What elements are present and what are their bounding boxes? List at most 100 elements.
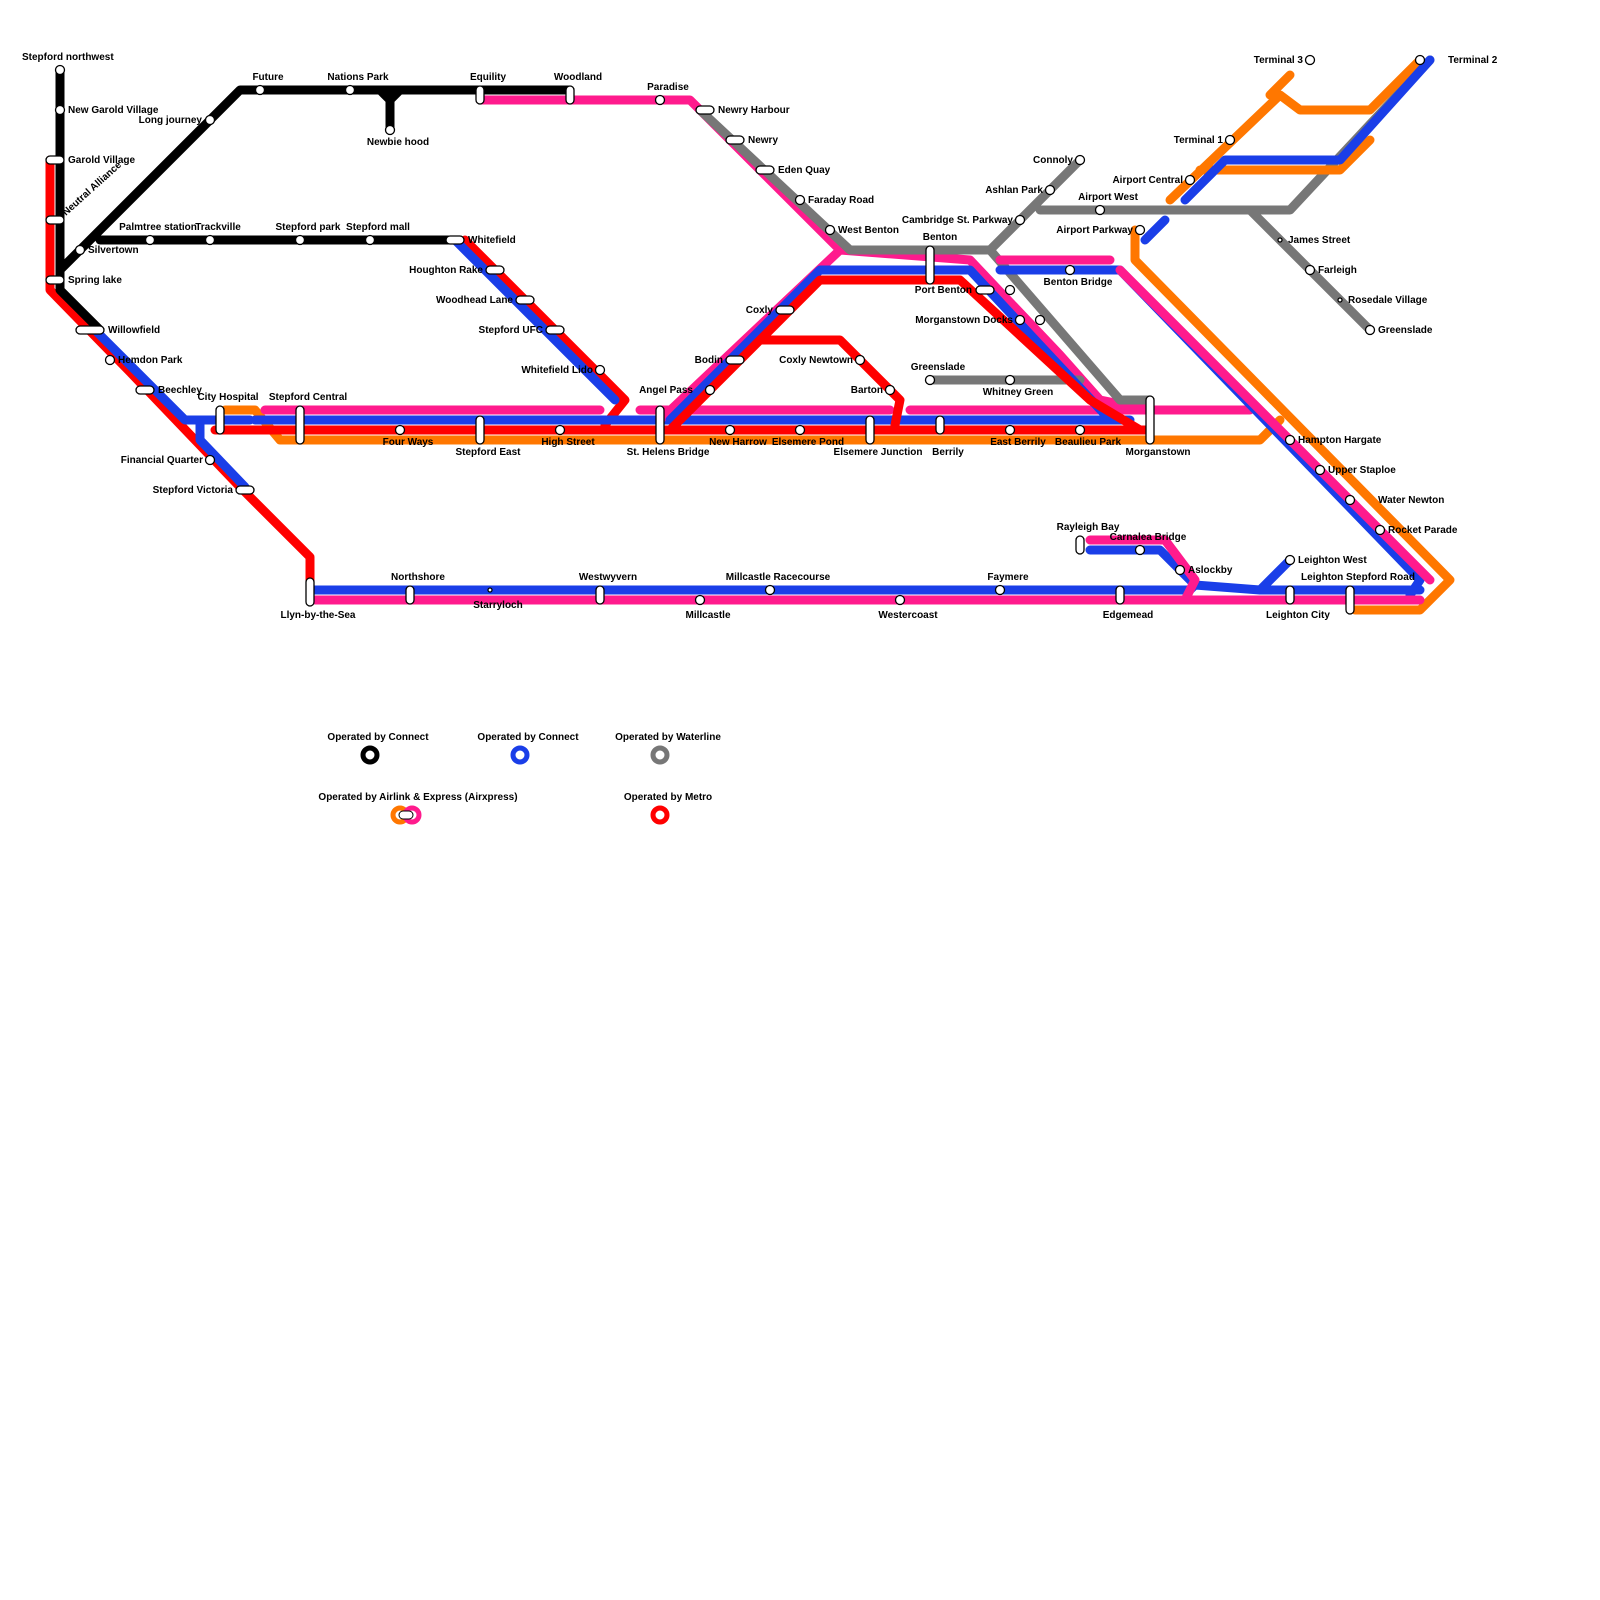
station-new-harrow[interactable] (724, 424, 736, 436)
station-future[interactable] (254, 84, 266, 96)
station-port-benton-2[interactable] (1004, 284, 1016, 296)
station-westercoast[interactable] (894, 594, 906, 606)
station-stepford-central[interactable] (295, 405, 305, 445)
station-woodland[interactable] (565, 85, 575, 105)
label-stepford-park: Stepford park (275, 222, 340, 233)
station-newry[interactable] (725, 135, 745, 145)
station-silvertown[interactable] (74, 244, 86, 256)
station-berrily[interactable] (935, 415, 945, 435)
station-spring-lake[interactable] (45, 275, 65, 285)
station-four-ways[interactable] (394, 424, 406, 436)
station-woodhead-lane[interactable] (515, 295, 535, 305)
station-morganstown-docks[interactable] (1014, 314, 1026, 326)
station-morganstown-docks-2[interactable] (1034, 314, 1046, 326)
station-elsemere-pond[interactable] (794, 424, 806, 436)
station-airport-parkway[interactable] (1134, 224, 1146, 236)
station-equility[interactable] (475, 85, 485, 105)
station-rocket-parade[interactable] (1374, 524, 1386, 536)
station-airport-west[interactable] (1094, 204, 1106, 216)
station-leighton-west[interactable] (1284, 554, 1296, 566)
station-connoly[interactable] (1074, 154, 1086, 166)
station-llyn-by-the-sea[interactable] (305, 577, 315, 607)
station-port-benton[interactable] (975, 285, 995, 295)
station-airport-central[interactable] (1184, 174, 1196, 186)
station-terminal-2[interactable] (1414, 54, 1426, 66)
station-barton[interactable] (884, 384, 896, 396)
station-trackville[interactable] (204, 234, 216, 246)
station-stepford-east[interactable] (475, 415, 485, 445)
station-garold-village[interactable] (45, 155, 65, 165)
label-newbie-hood: Newbie hood (367, 137, 429, 148)
station-millcastle-racecourse[interactable] (764, 584, 776, 596)
station-palmtree-station[interactable] (144, 234, 156, 246)
station-farleigh[interactable] (1304, 264, 1316, 276)
station-hemdon-park[interactable] (104, 354, 116, 366)
station-beaulieu-park[interactable] (1074, 424, 1086, 436)
station-paradise[interactable] (654, 94, 666, 106)
station-millcastle[interactable] (694, 594, 706, 606)
station-northshore[interactable] (405, 585, 415, 605)
station-benton[interactable] (925, 245, 935, 285)
station-benton-bridge[interactable] (1064, 264, 1076, 276)
label-llyn-by-the-sea: Llyn-by-the-Sea (280, 610, 355, 621)
station-coxly[interactable] (775, 305, 795, 315)
label-silvertown: Silvertown (88, 245, 139, 256)
station-aslockby[interactable] (1174, 564, 1186, 576)
station-nations-park[interactable] (344, 84, 356, 96)
station-long-journey[interactable] (204, 114, 216, 126)
station-stepford-park[interactable] (294, 234, 306, 246)
station-new-garold-village[interactable] (54, 104, 66, 116)
station-newry-harbour[interactable] (695, 105, 715, 115)
station-starryloch[interactable] (487, 587, 493, 593)
station-carnalea-bridge[interactable] (1134, 544, 1146, 556)
station-rayleigh-bay[interactable] (1075, 535, 1085, 555)
station-coxly-newtown[interactable] (854, 354, 866, 366)
station-cambridge-st-parkway[interactable] (1014, 214, 1026, 226)
station-financial-quarter[interactable] (204, 454, 216, 466)
legend-symbol-metro (650, 805, 670, 825)
label-hemdon-park: Hemdon Park (118, 355, 183, 366)
station-terminal-1[interactable] (1224, 134, 1236, 146)
station-city-hospital[interactable] (215, 405, 225, 435)
station-upper-staploe[interactable] (1314, 464, 1326, 476)
station-water-newton[interactable] (1344, 494, 1356, 506)
station-whitefield-lido[interactable] (594, 364, 606, 376)
station-faraday-road[interactable] (794, 194, 806, 206)
station-stepford-mall[interactable] (364, 234, 376, 246)
station-whitefield[interactable] (445, 235, 465, 245)
station-rosedale-village[interactable] (1337, 297, 1343, 303)
station-ashlan-park[interactable] (1044, 184, 1056, 196)
station-james-street[interactable] (1277, 237, 1283, 243)
station-willowfield[interactable] (75, 325, 105, 335)
station-newbie-hood[interactable] (384, 124, 396, 136)
station-elsemere-junction[interactable] (865, 415, 875, 445)
station-west-benton[interactable] (824, 224, 836, 236)
station-whitney-green[interactable] (1004, 374, 1016, 386)
station-st-helens-bridge[interactable] (655, 405, 665, 445)
station-terminal-3[interactable] (1304, 54, 1316, 66)
station-east-berrily[interactable] (1004, 424, 1016, 436)
label-carnalea-bridge: Carnalea Bridge (1110, 532, 1187, 543)
station-angel-pass[interactable] (704, 384, 716, 396)
station-westwyvern[interactable] (595, 585, 605, 605)
station-hampton-hargate[interactable] (1284, 434, 1296, 446)
station-neutral-alliance[interactable] (45, 215, 65, 225)
label-upper-staploe: Upper Staploe (1328, 465, 1396, 476)
station-bodin[interactable] (725, 355, 745, 365)
station-greenslade-east[interactable] (1364, 324, 1376, 336)
label-whitney-green: Whitney Green (983, 387, 1054, 398)
station-houghton-rake[interactable] (485, 265, 505, 275)
station-morganstown[interactable] (1145, 395, 1155, 445)
station-leighton-stepford-road[interactable] (1345, 585, 1355, 615)
station-greenslade-west[interactable] (924, 374, 936, 386)
station-faymere[interactable] (994, 584, 1006, 596)
station-leighton-city[interactable] (1285, 585, 1295, 605)
station-stepford-northwest[interactable] (54, 64, 66, 76)
station-beechley[interactable] (135, 385, 155, 395)
station-high-street[interactable] (554, 424, 566, 436)
station-edgemead[interactable] (1115, 585, 1125, 605)
stations (45, 54, 1426, 615)
station-stepford-ufc[interactable] (545, 325, 565, 335)
station-stepford-victoria[interactable] (235, 485, 255, 495)
station-eden-quay[interactable] (755, 165, 775, 175)
